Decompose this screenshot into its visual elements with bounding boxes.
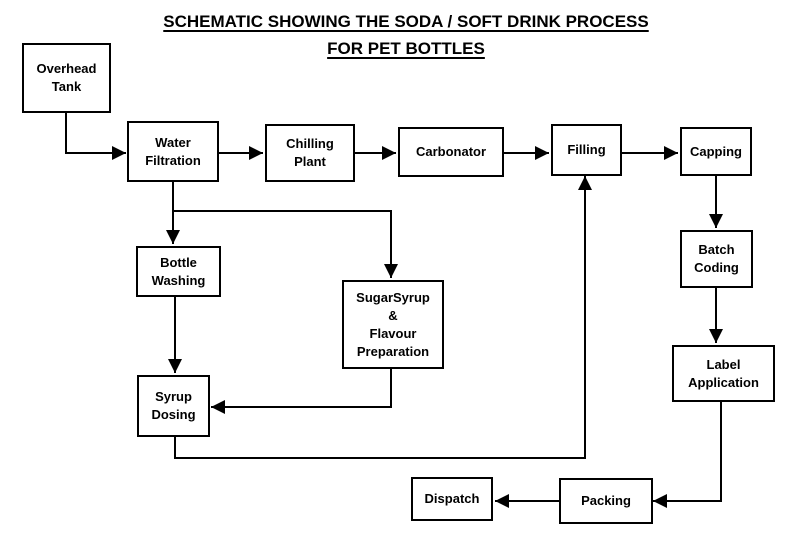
node-packing: Packing: [559, 478, 653, 524]
diagram-title-line-2: FOR PET BOTTLES: [327, 39, 485, 58]
node-chilling-plant: Chilling Plant: [265, 124, 355, 182]
node-syrup-dosing: Syrup Dosing: [137, 375, 210, 437]
node-capping: Capping: [680, 127, 752, 176]
node-filling: Filling: [551, 124, 622, 176]
diagram-title-line-1: SCHEMATIC SHOWING THE SODA / SOFT DRINK …: [163, 12, 649, 31]
edge-filtration-to-sugar-syrup: [173, 210, 398, 278]
node-carbonator: Carbonator: [398, 127, 504, 177]
edge-sugar-syrup-to-syrup-dosing: [211, 369, 392, 414]
node-sugar-syrup-flavour-preparation: SugarSyrup & Flavour Preparation: [342, 280, 444, 369]
node-water-filtration: Water Filtration: [127, 121, 219, 182]
edge-overhead-to-filtration: [65, 113, 126, 160]
node-overhead-tank: Overhead Tank: [22, 43, 111, 113]
edge-syrup-dosing-to-filling: [174, 176, 592, 459]
node-label-application: Label Application: [672, 345, 775, 402]
node-bottle-washing: Bottle Washing: [136, 246, 221, 297]
node-batch-coding: Batch Coding: [680, 230, 753, 288]
node-dispatch: Dispatch: [411, 477, 493, 521]
edge-label-to-packing: [653, 402, 722, 508]
